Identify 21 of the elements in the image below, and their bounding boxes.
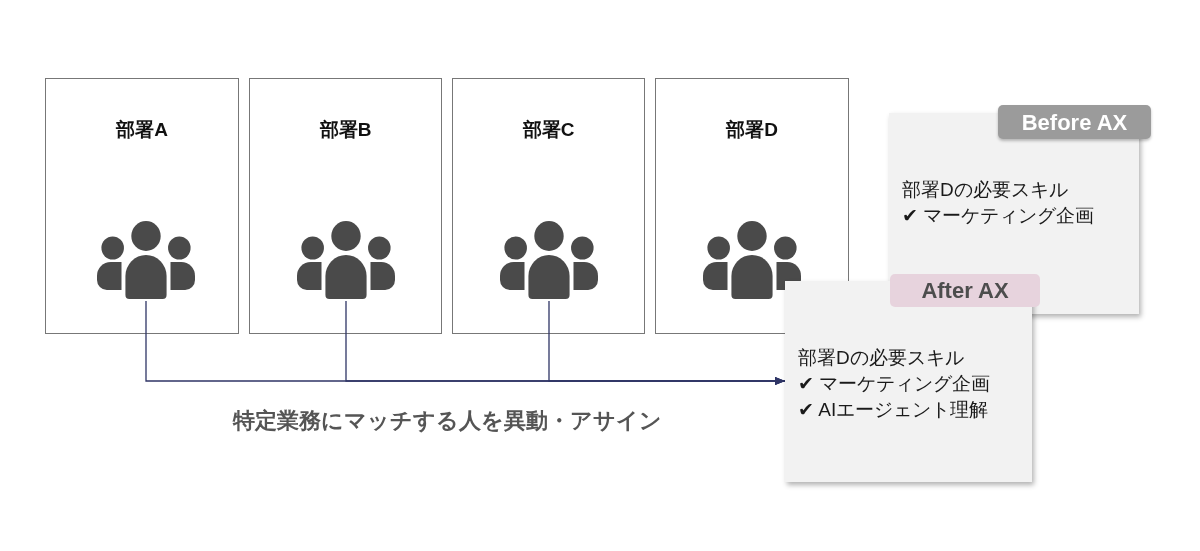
people-group-icon (500, 221, 598, 299)
department-box (452, 78, 645, 334)
phase-tag: Before AX (998, 105, 1151, 139)
people-group-icon (297, 221, 395, 299)
skill-item: ✔ AIエージェント理解 (798, 398, 989, 422)
department-title: 部署B (319, 119, 372, 141)
skill-card (785, 281, 1032, 482)
department-title: 部署A (116, 119, 168, 141)
skill-item: ✔ マーケティング企画 (798, 372, 991, 396)
department-title: 部署D (726, 119, 778, 141)
skill-item: ✔ マーケティング企画 (902, 204, 1095, 228)
people-group-icon (703, 221, 801, 299)
people-group-icon (97, 221, 195, 299)
department-box (45, 78, 239, 334)
department-box (249, 78, 442, 334)
connector-arrow (548, 300, 786, 385)
skill-heading: 部署Dの必要スキル (798, 346, 964, 370)
skill-heading: 部署Dの必要スキル (902, 178, 1068, 202)
department-title: 部署C (522, 119, 575, 141)
annotation-text: 特定業務にマッチする人を異動・アサイン (231, 407, 663, 435)
department-box (655, 78, 849, 334)
